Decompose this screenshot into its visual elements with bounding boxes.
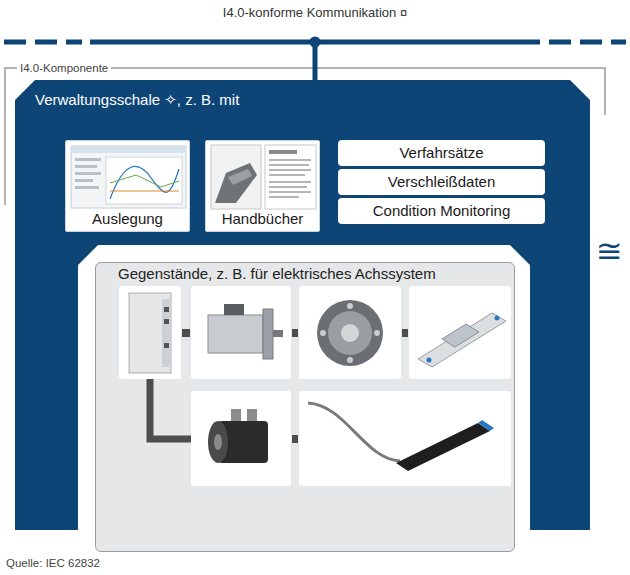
link-square	[292, 435, 298, 443]
text-line	[269, 169, 311, 171]
node-illustration	[96, 263, 516, 553]
axis-port	[495, 316, 500, 321]
sensor-body	[396, 423, 490, 471]
manual-photo	[215, 163, 257, 203]
encoder-connector	[231, 409, 241, 421]
product-card	[409, 286, 511, 379]
data-box: Verschleißdaten	[338, 169, 545, 195]
text-line	[269, 164, 309, 166]
link-square	[402, 329, 408, 337]
product-card	[119, 286, 181, 379]
text-line	[269, 196, 299, 198]
product-card	[191, 286, 291, 379]
sensor-cable	[308, 403, 400, 461]
product-card	[299, 286, 401, 379]
chart-curve	[110, 166, 179, 199]
sensor-tip	[478, 420, 494, 431]
node-text: Verschleißdaten	[388, 173, 496, 191]
product-card	[299, 391, 511, 486]
bus-line-dashed	[549, 40, 626, 45]
motor-connector	[224, 304, 244, 315]
encoder-connector	[247, 409, 257, 421]
text-line	[75, 165, 97, 168]
text-line	[269, 181, 311, 183]
controller-housing	[129, 293, 171, 373]
gearbox-output	[341, 324, 359, 342]
gearbox-body	[328, 311, 372, 355]
screenshot-frame	[71, 146, 186, 208]
motor-shaft	[273, 330, 283, 337]
axis-port	[427, 358, 432, 363]
manual-page	[211, 145, 261, 209]
axis-profile	[418, 313, 506, 367]
document-card: Handbücher	[205, 140, 320, 232]
controller-port	[164, 307, 169, 312]
chart-area	[106, 157, 182, 204]
gearbox-bolt	[347, 357, 353, 363]
node-text: Gegenstände, z. B. für elektrisches Achs…	[118, 265, 436, 283]
manual-page	[265, 145, 316, 209]
document-card: Auslegung	[65, 140, 190, 232]
text-line	[269, 186, 307, 188]
controller-side	[162, 299, 171, 367]
gearbox-bolt	[374, 330, 380, 336]
asset-group: Gegenstände, z. B. für elektrisches Achs…	[95, 262, 515, 552]
controller-port	[164, 319, 169, 324]
chart-curve	[110, 191, 179, 192]
node-text: Verfahrsätze	[399, 144, 483, 162]
bracket-label: I4.0-Komponente	[17, 61, 111, 75]
encoder-shaft	[214, 434, 222, 450]
text-line	[269, 159, 311, 161]
bus-line-dashed	[4, 40, 82, 45]
text-line	[269, 174, 305, 176]
encoder-face	[208, 421, 228, 463]
encoder-body	[218, 421, 268, 463]
gearbox-flange	[317, 300, 383, 366]
data-box: Verfahrsätze	[338, 140, 545, 166]
node-text: Handbücher	[222, 210, 304, 228]
node-text: Auslegung	[92, 210, 163, 228]
bus-junction	[310, 37, 321, 48]
screenshot-header	[71, 146, 186, 153]
text-line	[75, 172, 101, 175]
node-text: Condition Monitoring	[373, 202, 511, 220]
text-line	[75, 179, 93, 182]
bus-stub	[313, 42, 318, 81]
cable-line	[150, 373, 196, 439]
text-line	[269, 150, 297, 154]
text-line	[75, 158, 101, 161]
link-square	[292, 329, 298, 337]
equivalence-symbol: ≅	[596, 233, 623, 269]
node-text: Verwaltungsschale ✧, z. B. mit	[35, 91, 239, 109]
text-line	[269, 191, 311, 193]
chart-curve	[110, 175, 179, 187]
data-box: Condition Monitoring	[338, 198, 545, 224]
bus-label: I4.0-konforme Kommunikation ¤	[0, 5, 630, 21]
link-square	[182, 329, 190, 337]
motor-flange	[263, 309, 273, 359]
axis-carriage	[442, 324, 479, 347]
gearbox-bolt	[347, 303, 353, 309]
product-card	[191, 391, 291, 486]
text-line	[75, 186, 99, 189]
manual-photo	[228, 169, 252, 185]
source-caption: Quelle: IEC 62832	[6, 556, 100, 570]
controller-port	[164, 343, 169, 348]
motor-body	[208, 315, 263, 353]
gearbox-bolt	[320, 330, 326, 336]
